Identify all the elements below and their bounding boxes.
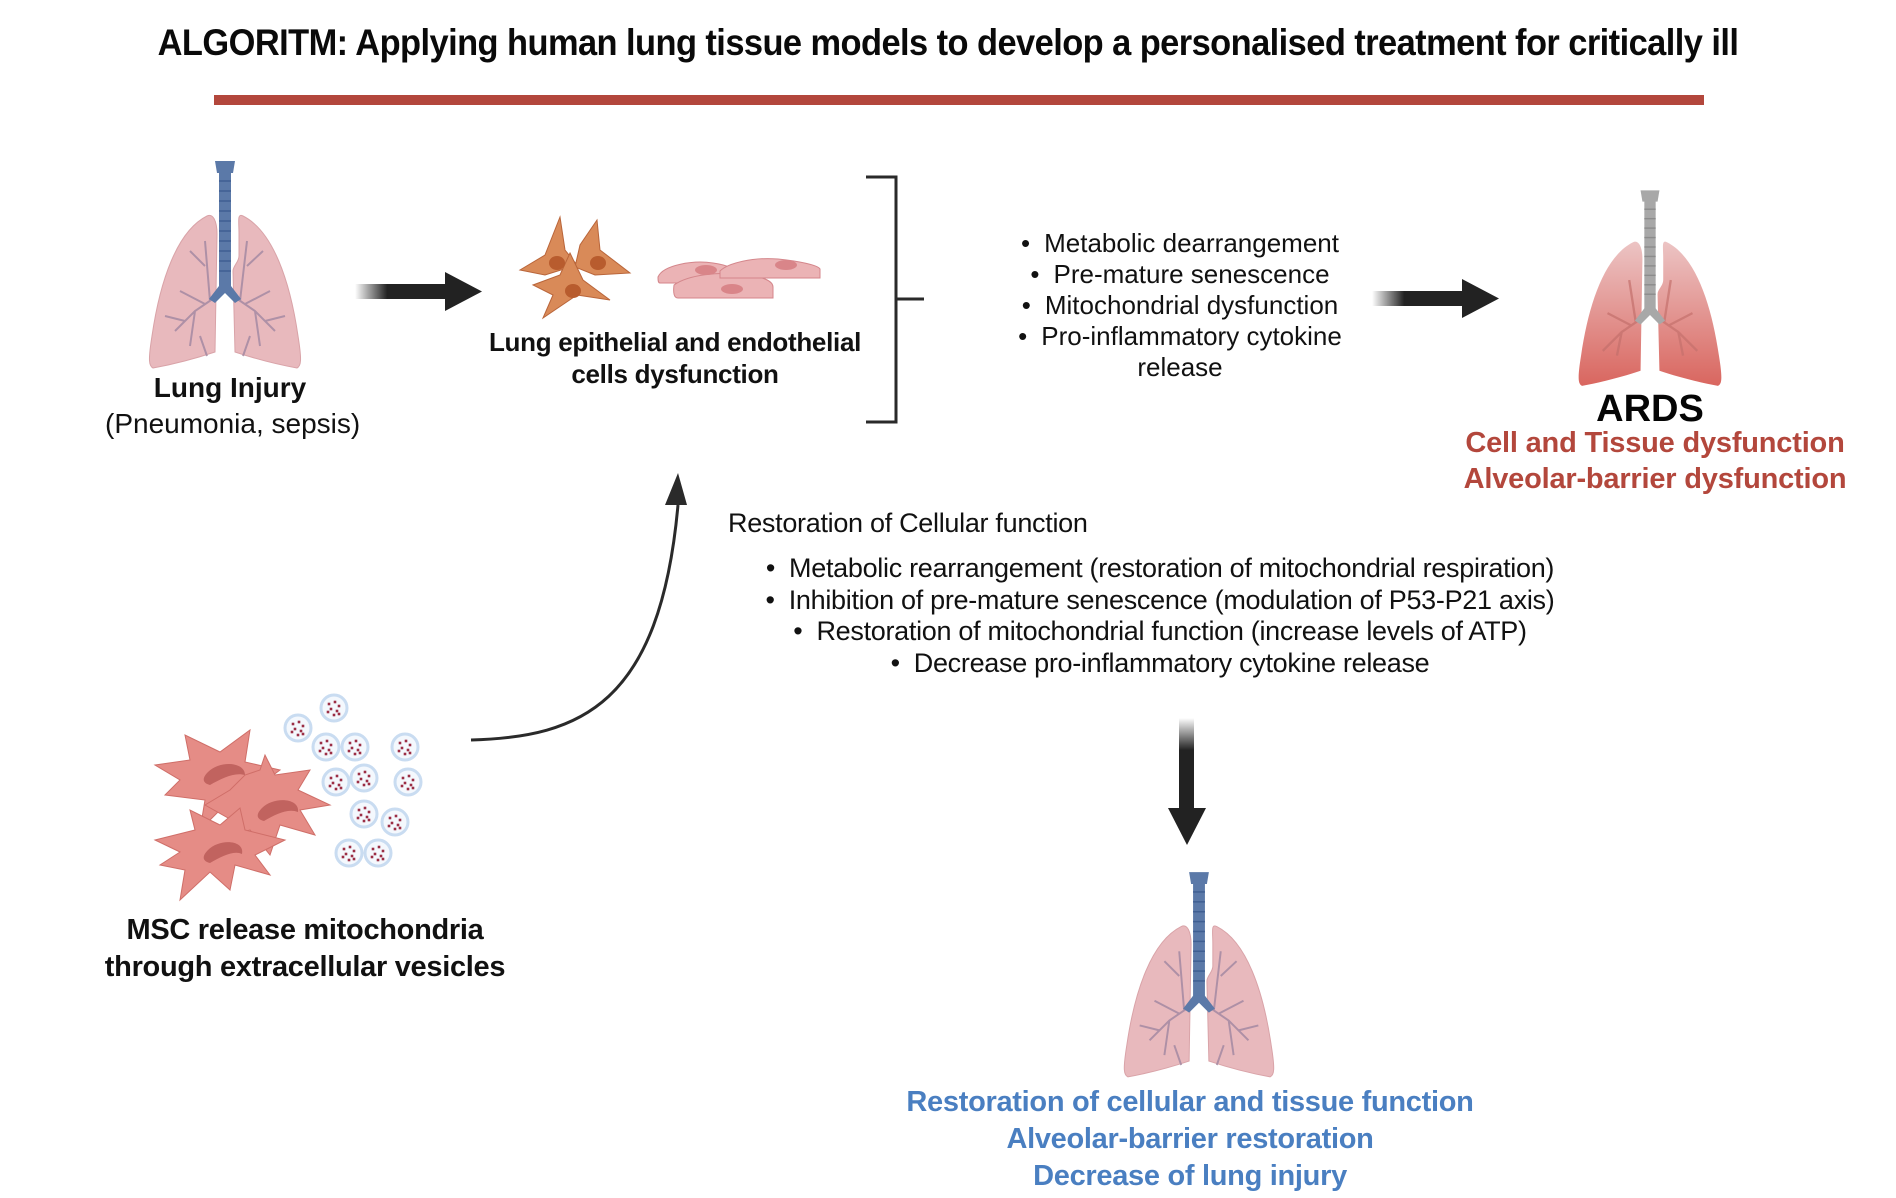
cell-dysfunction-line-1: Lung epithelial and endothelial <box>488 327 862 357</box>
vesicle-icon <box>390 732 420 762</box>
bullet-icon: • <box>793 616 803 646</box>
list-item: •Pro-inflammatory cytokine <box>1018 321 1342 351</box>
grouping-bracket <box>866 175 924 424</box>
bullet-icon: • <box>765 553 776 583</box>
ards-description: Cell and Tissue dysfunction Alveolar-bar… <box>1410 425 1896 497</box>
vesicle-icon <box>349 763 379 793</box>
bullet-icon: • <box>1021 290 1031 320</box>
arrow-right-icon <box>1372 279 1499 318</box>
outcome-line-3: Decrease of lung injury <box>1033 1160 1347 1192</box>
bullet-icon: • <box>1018 321 1028 351</box>
list-item: •Metabolic rearrangement (restoration of… <box>765 553 1555 583</box>
inflamed-lungs-icon <box>1578 190 1722 386</box>
restoration-list: •Metabolic rearrangement (restoration of… <box>660 553 1660 679</box>
lung-injury-title: Lung Injury <box>153 372 307 403</box>
vesicle-icon <box>340 732 370 762</box>
msc-cells-with-vesicles-icon <box>153 693 423 902</box>
msc-line-1: MSC release mitochondria <box>126 914 484 946</box>
vesicle-icon <box>380 807 410 837</box>
lungs-icon <box>149 161 301 369</box>
msc-label: MSC release mitochondria through extrace… <box>60 912 550 986</box>
vesicle-icon <box>283 713 313 743</box>
diagram-title: ALGORITM: Applying human lung tissue mod… <box>157 22 1739 63</box>
bullet-icon: • <box>1021 228 1031 258</box>
cell-dysfunction-label: Lung epithelial and endothelial cells dy… <box>465 326 885 390</box>
vesicle-icon <box>393 767 423 797</box>
ards-title: ARDS <box>1596 388 1704 430</box>
extracellular-vesicles <box>283 693 423 868</box>
arrow-down-icon <box>1168 718 1206 845</box>
list-item: •Inhibition of pre-mature senescence (mo… <box>765 584 1555 615</box>
title-underline-divider <box>214 95 1704 105</box>
lung-injury-label: Lung Injury (Pneumonia, sepsis) <box>105 370 361 442</box>
list-item: •Metabolic dearrangement <box>1021 228 1339 258</box>
bullet-icon: • <box>890 647 900 678</box>
vesicle-icon <box>349 799 379 829</box>
ards-line-1: Cell and Tissue dysfunction <box>1465 427 1845 459</box>
endothelial-cells-icon <box>657 258 821 299</box>
bullet-icon: • <box>1030 259 1040 289</box>
list-item: •Mitochondrial dysfunction <box>1021 290 1339 320</box>
list-item: •Pre-mature senescence <box>1030 259 1330 289</box>
epithelial-cells-icon <box>518 215 632 320</box>
vesicle-icon <box>363 838 393 868</box>
msc-line-2: through extracellular vesicles <box>104 951 506 983</box>
vesicle-icon <box>321 767 351 797</box>
healthy-lungs-icon <box>1123 872 1275 1078</box>
restoration-heading: Restoration of Cellular function <box>728 508 1088 538</box>
vesicle-icon <box>319 693 349 723</box>
ards-line-2: Alveolar-barrier dysfunction <box>1463 463 1847 495</box>
bullet-icon: • <box>765 584 775 615</box>
curved-arrow-up-icon <box>470 473 687 742</box>
cell-dysfunction-line-2: cells dysfunction <box>571 359 779 389</box>
outcome-description: Restoration of cellular and tissue funct… <box>830 1084 1550 1195</box>
list-item-continuation: release <box>1137 352 1223 382</box>
outcome-line-1: Restoration of cellular and tissue funct… <box>906 1086 1474 1118</box>
vesicle-icon <box>334 838 364 868</box>
outcome-line-2: Alveolar-barrier restoration <box>1006 1123 1374 1155</box>
lung-injury-subtitle: (Pneumonia, sepsis) <box>105 408 361 439</box>
dysfunction-list: •Metabolic dearrangement •Pre-mature sen… <box>960 228 1400 383</box>
list-item: •Decrease pro-inflammatory cytokine rele… <box>890 647 1430 678</box>
arrow-right-icon <box>355 272 482 311</box>
list-item: •Restoration of mitochondrial function (… <box>793 616 1527 646</box>
vesicle-icon <box>311 732 341 762</box>
